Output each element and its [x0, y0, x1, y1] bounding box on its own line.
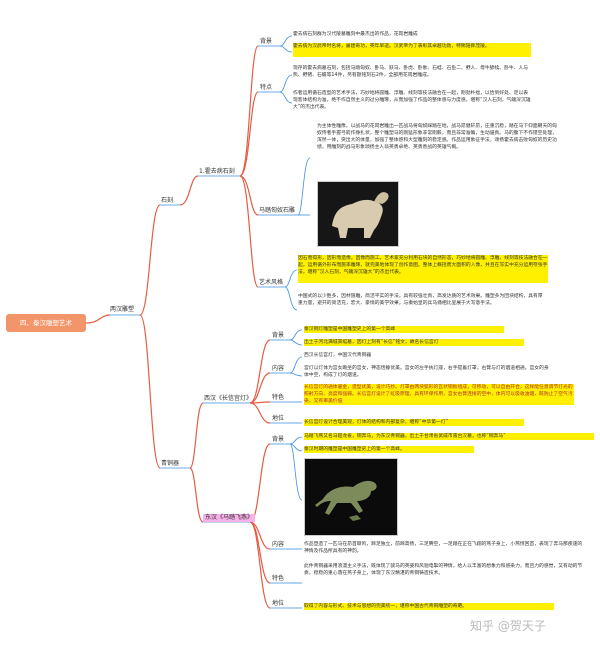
- text-huo-bg-2: 霍去病为汉武帝时名将，屡建奇功，英年早逝。汉武帝为了表彰其卓越功勋，特赐陪葬茂陵…: [293, 43, 531, 57]
- branch-dongma-background[interactable]: 背景: [272, 436, 285, 443]
- text-xidong-bg-1: 秦汉铜灯雕塑是中国雕塑史上的第一个高峰: [304, 326, 504, 333]
- connector-stone-huo: [179, 175, 199, 206]
- branch-xidong-content[interactable]: 内容: [272, 365, 285, 372]
- connector-dongma-bg: [249, 443, 271, 523]
- text-dongma-feature-1: 此件青铜器采用浪漫主义手法，既体现了骏马的英姿和风驰电掣的神情，给人以丰富的想象…: [304, 564, 583, 576]
- connector-xidong-pos: [249, 402, 271, 424]
- connector-l1-bronze: [139, 314, 161, 469]
- connector-l1-stone: [139, 204, 161, 316]
- branch-huo-feature[interactable]: 特点: [260, 84, 273, 91]
- node-changxin-lamp[interactable]: 西汉《长信宫灯》: [204, 395, 253, 402]
- connector-bronze-dongma: [189, 467, 204, 523]
- text-huo-bg-1: 霍去病石刻群为汉代陵墓雕刻中最杰出的作品，花岗岩雕成: [293, 32, 418, 37]
- connector-dongma-pos: [249, 521, 271, 609]
- connector-bronze-xidong: [189, 402, 204, 469]
- connector-huo-feature: [239, 91, 259, 177]
- text-xidong-bg-2: 出土于河北满城窦绾墓，因灯上刻有“长信”铭文，故名长信宫灯: [304, 339, 524, 346]
- photo-galloping-horse: [304, 458, 398, 536]
- connector-root-l1: [85, 314, 111, 324]
- connector-xidong-content: [249, 372, 271, 404]
- branch-dongma-feature[interactable]: 特色: [272, 575, 285, 582]
- node-bronze[interactable]: 青铜器: [161, 460, 180, 467]
- node-huo-qubing-carving[interactable]: 1.霍去病石刻: [199, 168, 235, 175]
- text-huo-art-1: 因石而得形，因形而造像，因像而施工。艺术家充分利用石块的自然形态，巧妙地将圆雕、…: [298, 255, 548, 283]
- bronze-horse-icon: [305, 459, 397, 535]
- text-huo-feature-1: 现存的霍去病墓石刻，包括马踏匈奴、卧马、跃马、卧虎、卧象、石蛙、石鱼二、野人、母…: [293, 66, 529, 78]
- text-huo-mata-1: 为主体性雕像，以战马的花岗岩雕出一匹战马将匈奴踩踏在地，战马昂健轩昂，庄重沉稳，…: [317, 124, 557, 150]
- connector-huo-art: [239, 175, 259, 288]
- text-xidong-feature-1: 长信宫灯的通体鎏金，造型优美，设计巧妙。灯罩由两块弧形的瓦状铜板组成，可移动，可…: [304, 384, 574, 405]
- branch-dongma-content[interactable]: 内容: [272, 541, 285, 548]
- node-galloping-horse[interactable]: 东汉《马踏飞燕》: [203, 514, 256, 522]
- branch-dongma-position[interactable]: 地位: [272, 600, 285, 607]
- node-stone-carving[interactable]: 石刻: [161, 197, 174, 204]
- connector-huo-mata: [239, 175, 259, 216]
- text-xidong-position-1: 长信宫灯设计合理美观，灯体的结构和内部复杂，堪称“中华第一灯”: [304, 419, 524, 426]
- connector-dongma-feature: [249, 521, 271, 584]
- branch-huo-mata[interactable]: 马踏匈奴石雕: [259, 207, 296, 214]
- text-dongma-position-1: 取得了内容与形式、技术与思想的完美统一，堪称中国古代青铜雕塑的奇葩。: [304, 603, 554, 610]
- text-dongma-bg-2: 秦汉时期的雕塑是中国雕塑史上的第一个高峰。: [304, 446, 474, 453]
- text-dongma-content-1: 作品塑造了一匹马在昂首嘶鸣，蹄足独立，前蹄高扬，三足腾空，一足踏在正在飞翔的燕子…: [304, 542, 583, 554]
- text-xidong-content-2: 宫灯以灯体为宫女跪坐的宫女，神态恬静优美。宫女的左手执灯座，右手提着灯罩，右臂与…: [304, 366, 549, 378]
- text-huo-feature-2: 作者运用循石造型的艺术手法，巧妙地将圆雕、浮雕、线刻等技法融合在一起，刚劲朴拙，…: [293, 91, 531, 110]
- branch-huo-art-style[interactable]: 艺术风格: [259, 279, 284, 286]
- text-dongma-bg-1: 马踏飞燕又名马超龙雀，铜奔马，为东汉青铜器，出土于甘肃省武威市雷台汉墓，也称“铜…: [304, 433, 594, 440]
- node-two-han-sculpture[interactable]: 两汉雕塑: [110, 306, 135, 313]
- stone-horse-icon: [318, 182, 398, 246]
- text-xidong-content-1: 西汉长信宫灯，中国汉代青铜器: [304, 353, 372, 358]
- branch-xidong-position[interactable]: 地位: [272, 415, 285, 422]
- branch-huo-background[interactable]: 背景: [260, 38, 273, 45]
- watermark: 知乎 @贺天子: [470, 619, 546, 633]
- text-huo-art-2: 中国式的以少胜多，因材施雕，简洁平实的手法，具有较强壮真，高发达质的艺术效果。雕…: [298, 294, 543, 306]
- connector-xidong-bg: [249, 339, 271, 404]
- branch-xidong-background[interactable]: 背景: [272, 332, 285, 339]
- photo-mata-stone-horse: [317, 181, 399, 247]
- root-node[interactable]: 四、秦汉雕塑艺术: [6, 314, 86, 332]
- connector-huo-bg: [239, 45, 259, 177]
- branch-xidong-feature[interactable]: 特色: [272, 394, 285, 401]
